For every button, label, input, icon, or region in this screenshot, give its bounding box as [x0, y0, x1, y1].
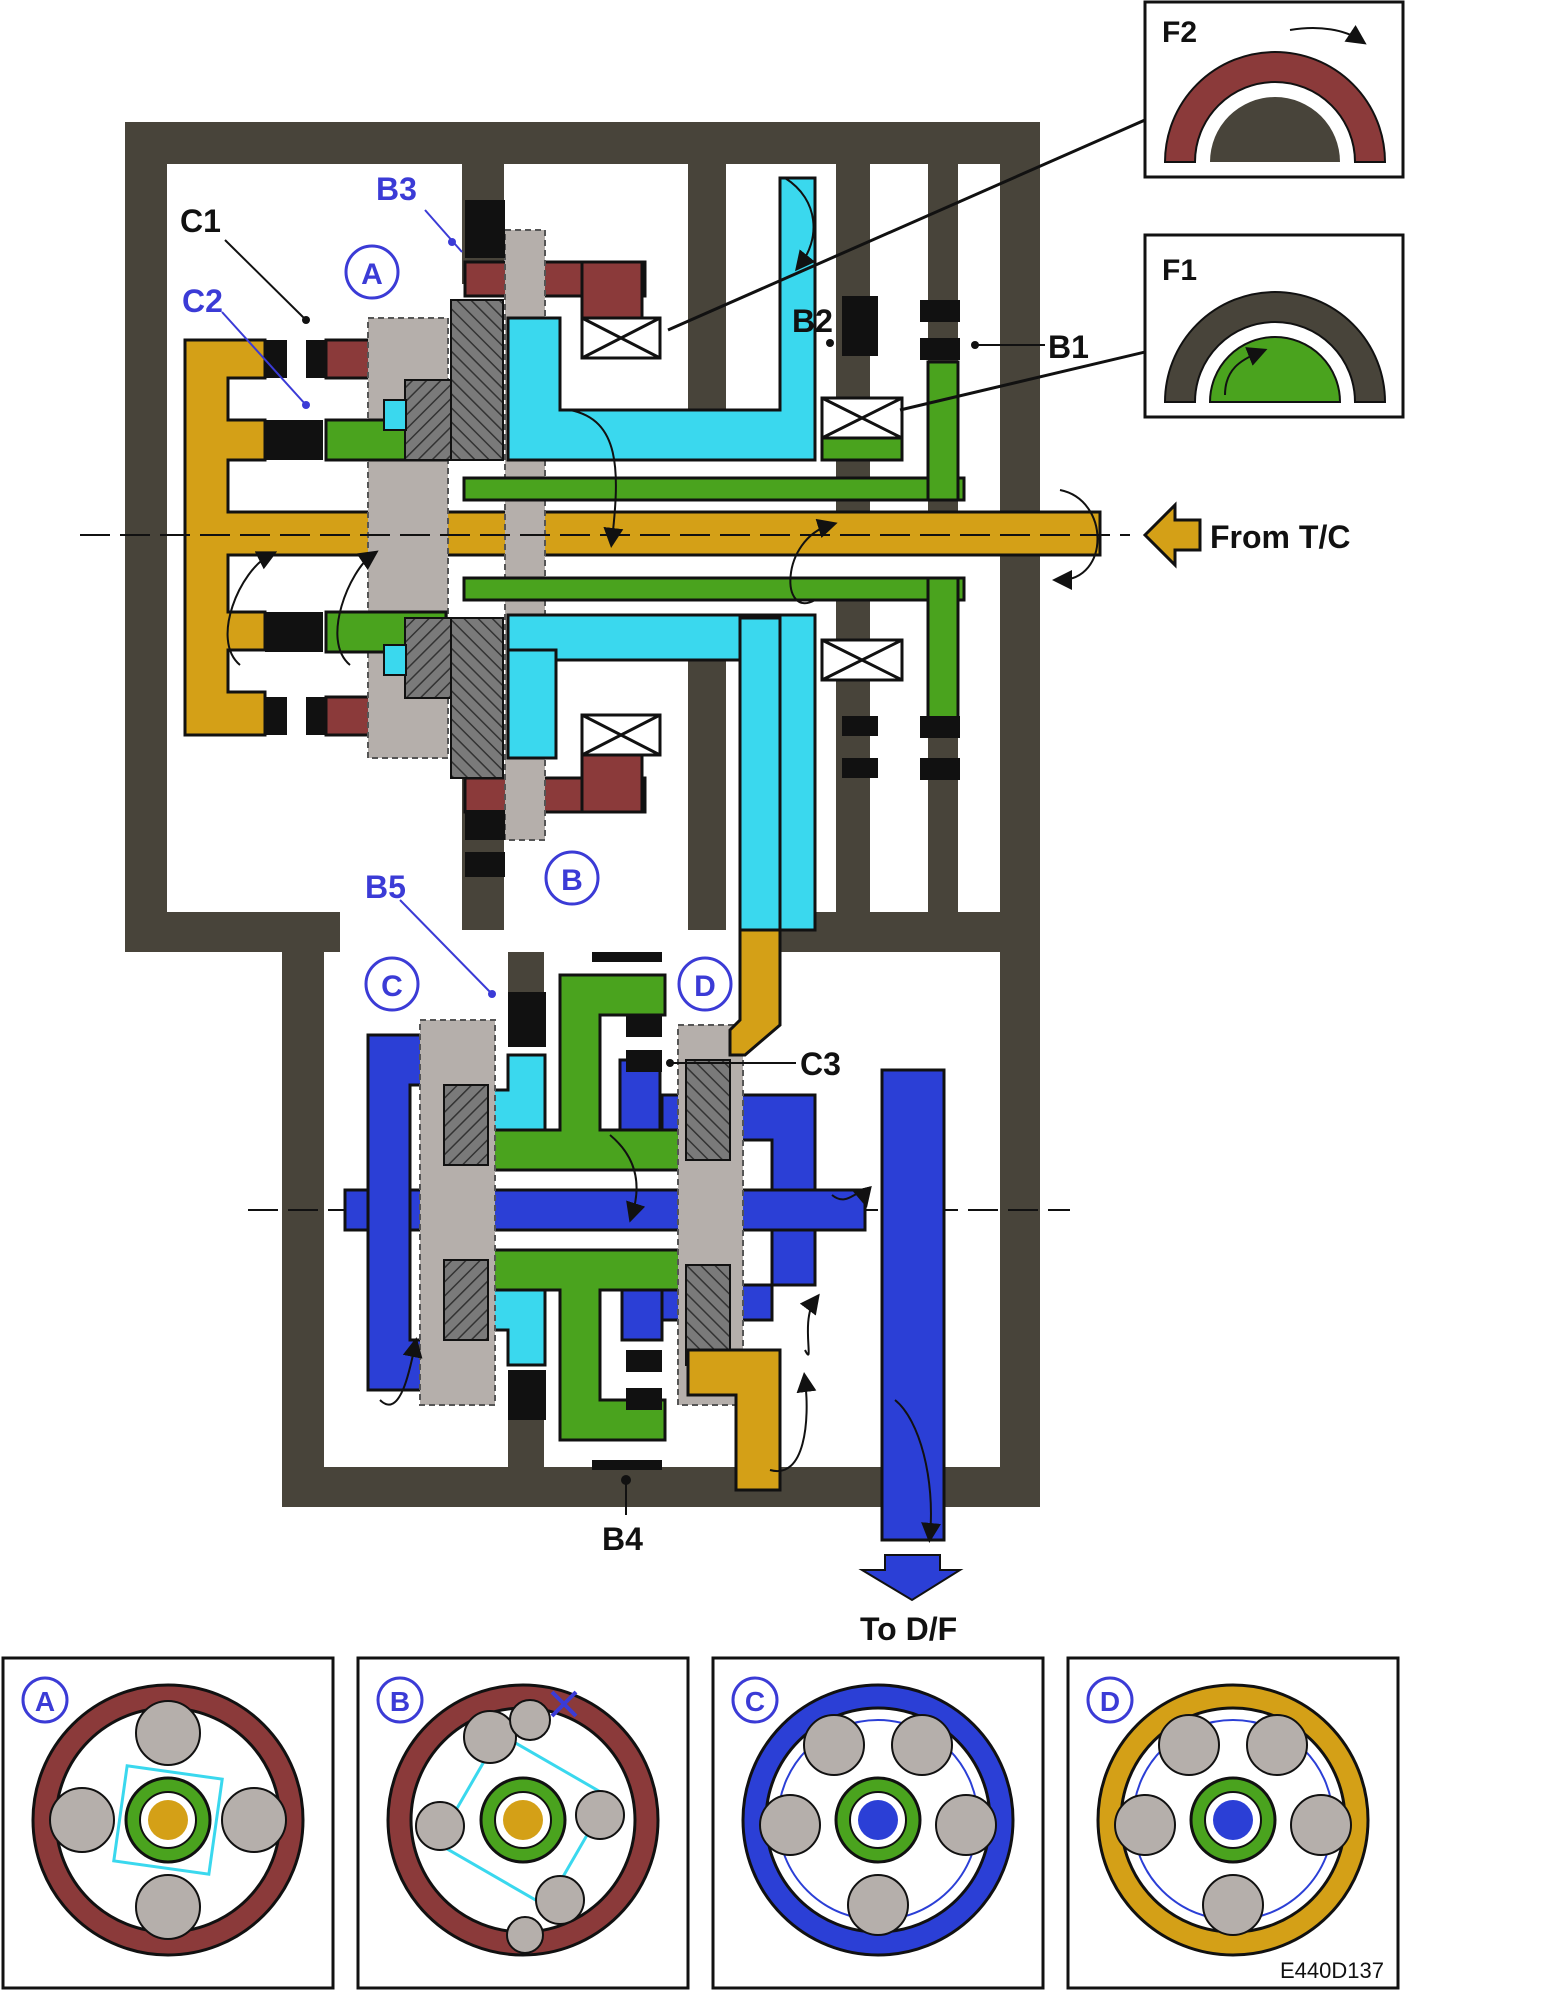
- svg-text:C2: C2: [182, 283, 223, 319]
- svg-text:A: A: [361, 258, 383, 291]
- svg-text:B: B: [390, 1686, 410, 1717]
- rear-gold-ring: [686, 928, 782, 1492]
- svg-text:C: C: [381, 970, 403, 1003]
- svg-text:B2: B2: [792, 303, 833, 339]
- label-c2: C2: [182, 283, 310, 409]
- brake-b4-b5-clutch-c3: [508, 952, 662, 1470]
- label-c1: C1: [180, 203, 310, 324]
- label-c3: C3: [666, 1046, 841, 1082]
- detail-panel-d: D: [1066, 1656, 1400, 1990]
- rear-pinions: [443, 1059, 731, 1366]
- svg-text:B3: B3: [376, 171, 417, 207]
- detail-panel-c: C: [711, 1656, 1045, 1990]
- svg-text:From T/C: From T/C: [1210, 519, 1350, 555]
- svg-text:B4: B4: [602, 1521, 643, 1557]
- svg-text:B5: B5: [365, 869, 406, 905]
- svg-text:F1: F1: [1162, 254, 1197, 287]
- svg-text:D: D: [694, 970, 716, 1003]
- callout-a: A: [344, 244, 400, 300]
- label-b5: B5: [365, 869, 496, 998]
- flow-arrows: [226, 177, 1099, 1543]
- brake-b1-b2: [842, 296, 960, 780]
- output-arrow: [858, 1554, 964, 1602]
- f1-roller-clutch: [820, 396, 904, 682]
- f1-detail-box: F1: [1143, 233, 1405, 419]
- label-b4: B4: [602, 1475, 643, 1557]
- svg-text:C1: C1: [180, 203, 221, 239]
- label-b3: B3: [376, 171, 463, 253]
- brake-b3: [465, 200, 505, 877]
- input-from-tc: From T/C: [1142, 501, 1350, 569]
- svg-text:B: B: [561, 864, 583, 897]
- callout-d: D: [677, 956, 733, 1012]
- detail-panel-b: B: [356, 1656, 690, 1990]
- f2-roller-clutch: [580, 316, 662, 757]
- label-b1: B1: [971, 329, 1089, 365]
- svg-text:F2: F2: [1162, 16, 1197, 49]
- front-pinions: [383, 299, 504, 779]
- output-to-df: To D/F: [860, 1611, 957, 1647]
- f2-detail-box: F2: [1143, 0, 1405, 179]
- callout-c: C: [364, 956, 420, 1012]
- svg-text:C: C: [745, 1686, 765, 1717]
- svg-text:B1: B1: [1048, 329, 1089, 365]
- clutch-c1-c2-packs: [265, 340, 326, 735]
- figure-code: E440D137: [1280, 1958, 1384, 1983]
- input-shaft: [183, 338, 1102, 737]
- svg-text:C3: C3: [800, 1046, 841, 1082]
- svg-text:A: A: [35, 1686, 55, 1717]
- detail-panel-a: A: [1, 1656, 335, 1990]
- svg-text:D: D: [1100, 1686, 1120, 1717]
- intermediate-cyan-drum: [506, 176, 817, 940]
- label-b2: B2: [792, 303, 834, 347]
- callout-b: B: [544, 850, 600, 906]
